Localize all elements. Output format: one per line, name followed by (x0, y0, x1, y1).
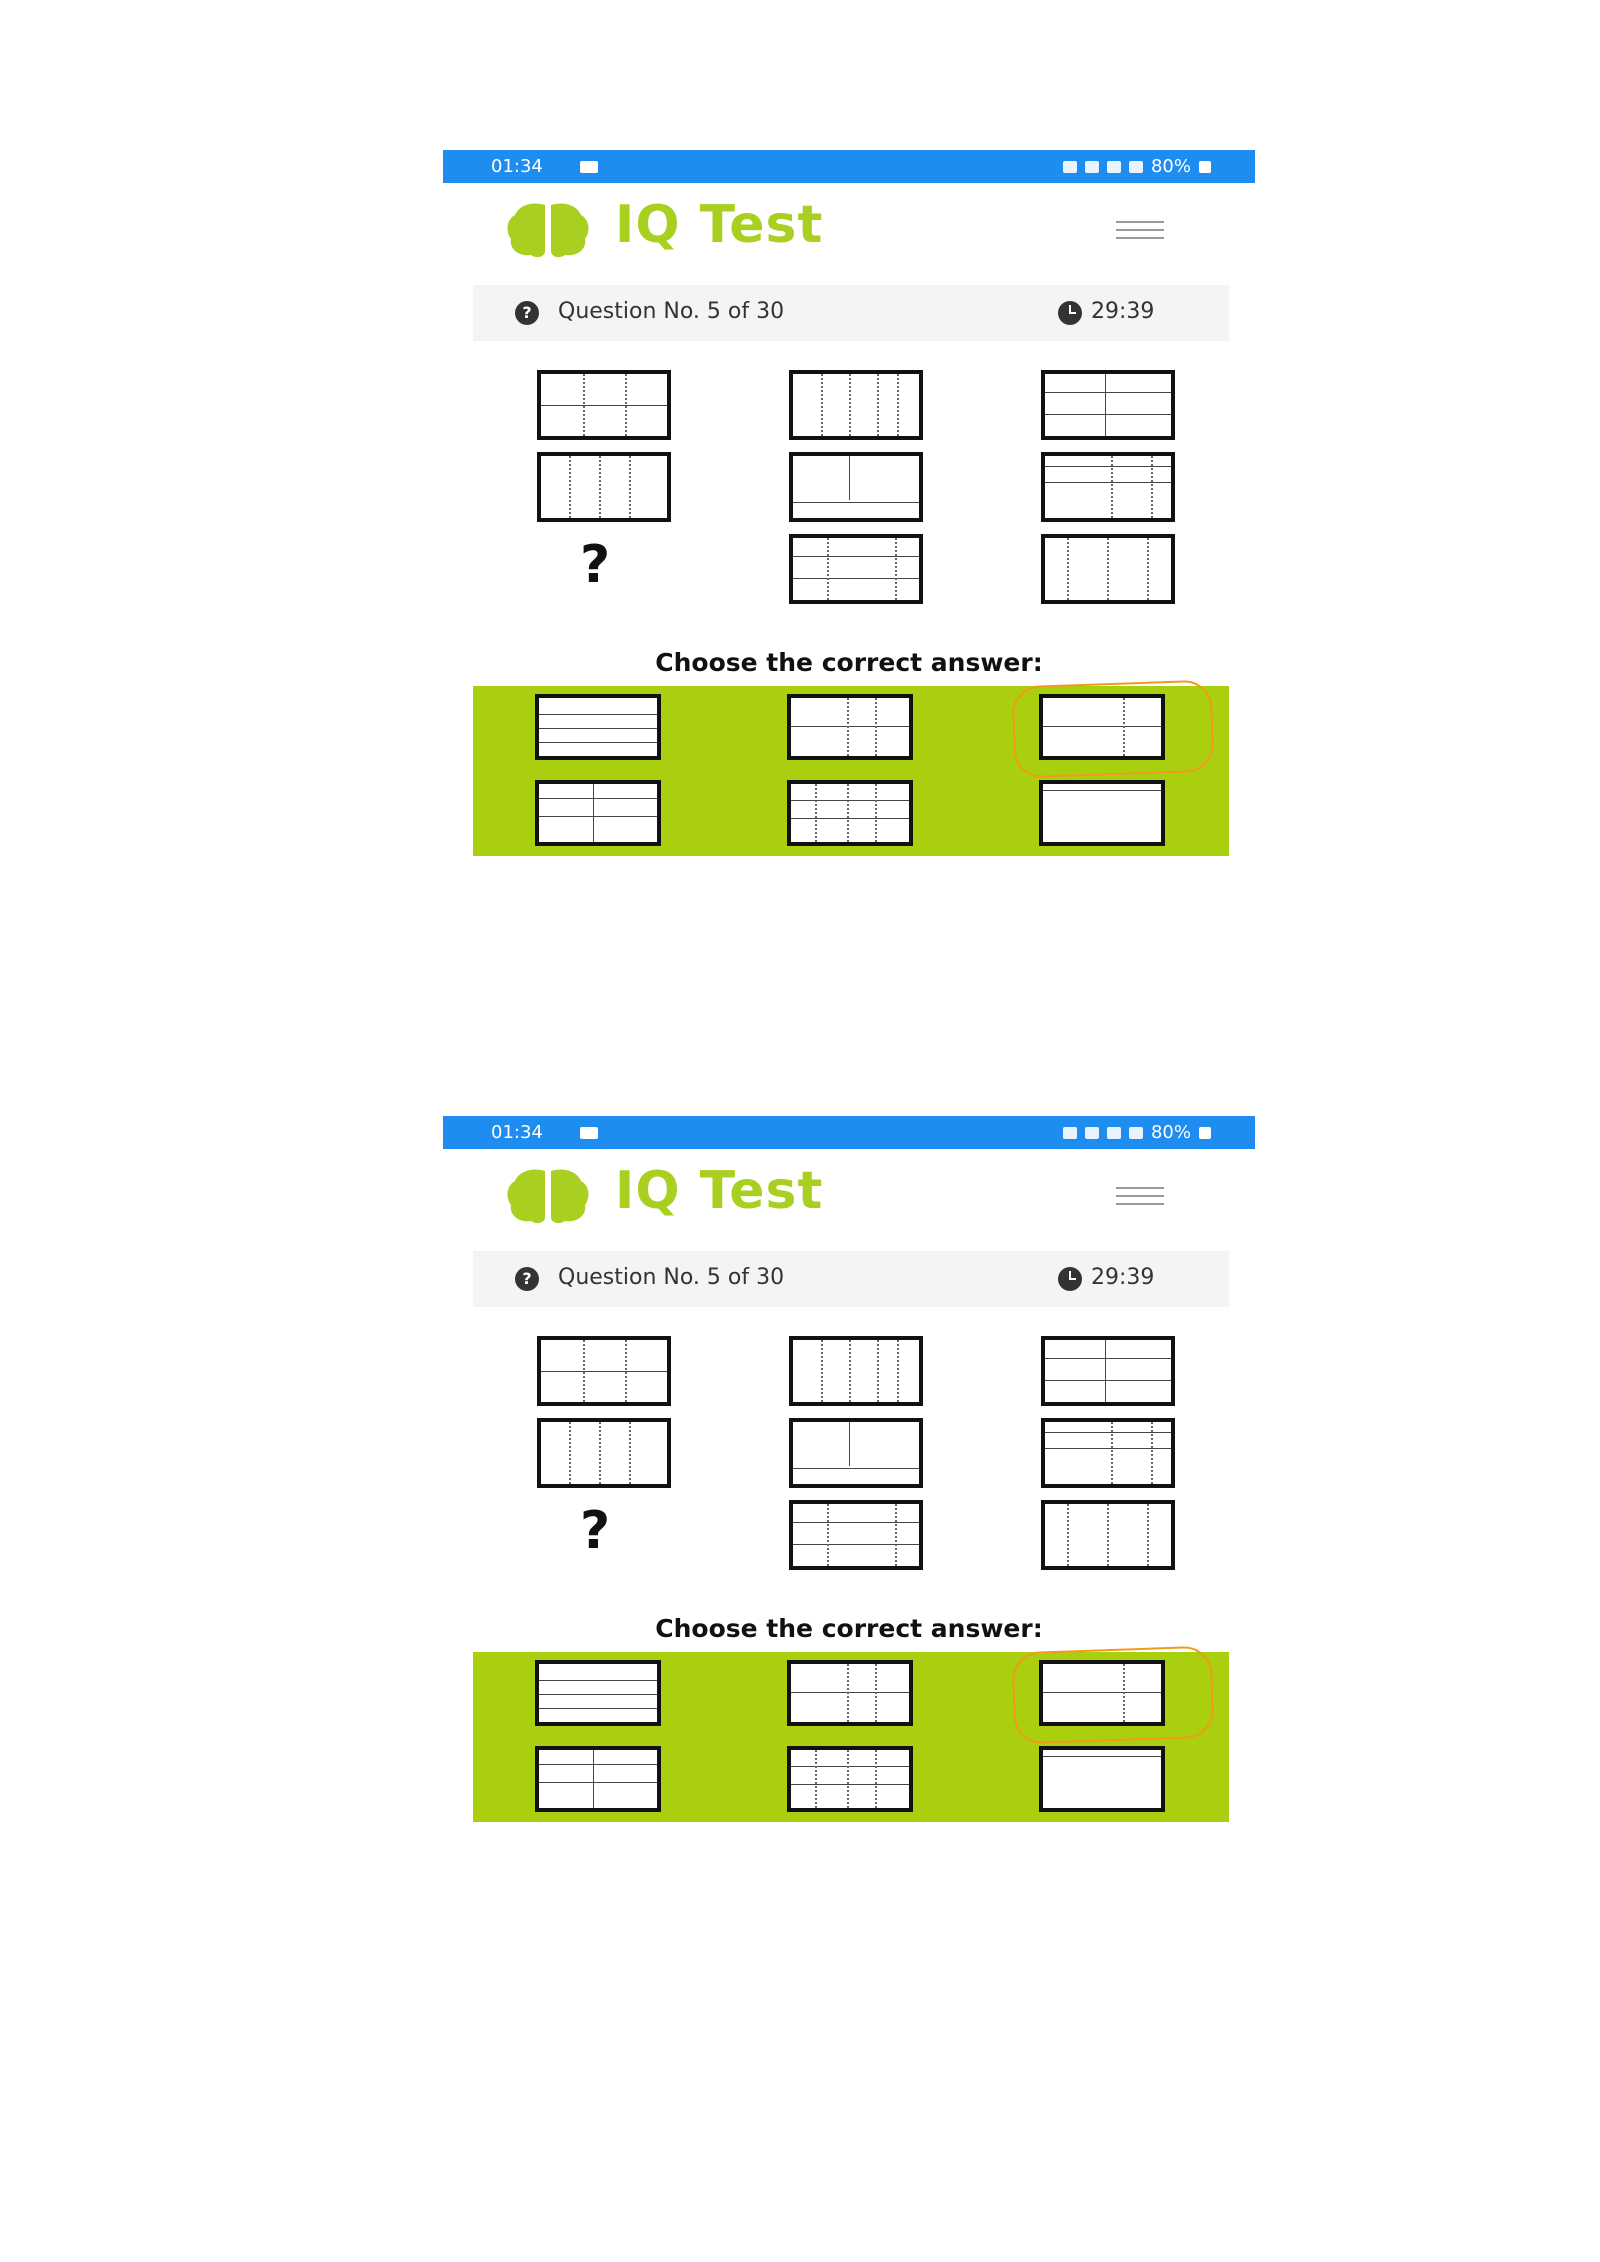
answer-option[interactable] (1039, 780, 1165, 846)
question-icon: ? (515, 301, 539, 325)
app-title: IQ Test (615, 195, 824, 255)
message-icon (580, 1127, 598, 1139)
question-bar: ? Question No. 5 of 30 29:39 (473, 285, 1229, 341)
answer-option[interactable] (787, 694, 913, 760)
answer-option[interactable] (1039, 694, 1165, 760)
puzzle-figure (789, 1500, 923, 1570)
puzzle-figure (537, 1418, 671, 1488)
answer-option[interactable] (787, 780, 913, 846)
brain-icon (507, 203, 589, 258)
clock-icon (1058, 1267, 1082, 1291)
puzzle-figure (537, 1336, 671, 1406)
signal-icon (1106, 160, 1121, 173)
message-icon (580, 161, 598, 173)
answer-option[interactable] (1039, 1746, 1165, 1812)
status-time: 01:34 (491, 156, 543, 177)
screenshot-2: 01:34 80% IQ Test ? Question No. 5 of 30… (443, 1116, 1255, 1836)
answer-option[interactable] (787, 1660, 913, 1726)
answer-prompt: Choose the correct answer: (655, 1614, 1043, 1643)
answer-options (473, 1652, 1229, 1822)
app-header: IQ Test (443, 183, 1255, 283)
mute-icon (1084, 1126, 1099, 1139)
app-title: IQ Test (615, 1161, 824, 1221)
mute-icon (1084, 160, 1099, 173)
answer-option[interactable] (535, 1746, 661, 1812)
question-icon: ? (515, 1267, 539, 1291)
app-header: IQ Test (443, 1149, 1255, 1249)
puzzle-figure (789, 370, 923, 440)
puzzle-figure (1041, 534, 1175, 604)
puzzle-figure (1041, 1418, 1175, 1488)
puzzle-figure (789, 1418, 923, 1488)
puzzle-figure (537, 370, 671, 440)
clock-icon (1058, 301, 1082, 325)
battery-icon (1199, 1126, 1211, 1139)
puzzle-figure (537, 452, 671, 522)
answer-options (473, 686, 1229, 856)
selected-answer-highlight (1011, 1645, 1215, 1745)
brain-icon (507, 1169, 589, 1224)
status-icons: 80% (1062, 156, 1211, 177)
answer-option[interactable] (535, 780, 661, 846)
status-bar: 01:34 80% (443, 1116, 1255, 1149)
missing-figure-mark: ? (580, 535, 611, 595)
wifi-icon (1128, 160, 1143, 173)
question-counter: Question No. 5 of 30 (558, 299, 785, 324)
status-icons: 80% (1062, 1122, 1211, 1143)
screenshot-1: 01:34 80% IQ Test ? Question No. 5 of 30… (443, 150, 1255, 870)
puzzle-figure (1041, 1500, 1175, 1570)
battery-icon (1199, 160, 1211, 173)
answer-option[interactable] (535, 1660, 661, 1726)
puzzle-figure (789, 1336, 923, 1406)
alarm-icon (1062, 1126, 1077, 1139)
missing-figure-mark: ? (580, 1501, 611, 1561)
question-bar: ? Question No. 5 of 30 29:39 (473, 1251, 1229, 1307)
hamburger-menu-icon[interactable] (1116, 221, 1164, 243)
question-timer: 29:39 (1091, 1265, 1155, 1290)
question-counter: Question No. 5 of 30 (558, 1265, 785, 1290)
hamburger-menu-icon[interactable] (1116, 1187, 1164, 1209)
alarm-icon (1062, 160, 1077, 173)
battery-text: 80% (1150, 1122, 1191, 1143)
wifi-icon (1128, 1126, 1143, 1139)
status-bar: 01:34 80% (443, 150, 1255, 183)
question-timer: 29:39 (1091, 299, 1155, 324)
puzzle-figure (1041, 370, 1175, 440)
battery-text: 80% (1150, 156, 1191, 177)
status-time: 01:34 (491, 1122, 543, 1143)
answer-prompt: Choose the correct answer: (655, 648, 1043, 677)
signal-icon (1106, 1126, 1121, 1139)
puzzle-figure (1041, 452, 1175, 522)
puzzle-figure (789, 534, 923, 604)
puzzle-figure (1041, 1336, 1175, 1406)
puzzle-figure (789, 452, 923, 522)
selected-answer-highlight (1011, 679, 1215, 779)
answer-option[interactable] (787, 1746, 913, 1812)
answer-option[interactable] (535, 694, 661, 760)
answer-option[interactable] (1039, 1660, 1165, 1726)
